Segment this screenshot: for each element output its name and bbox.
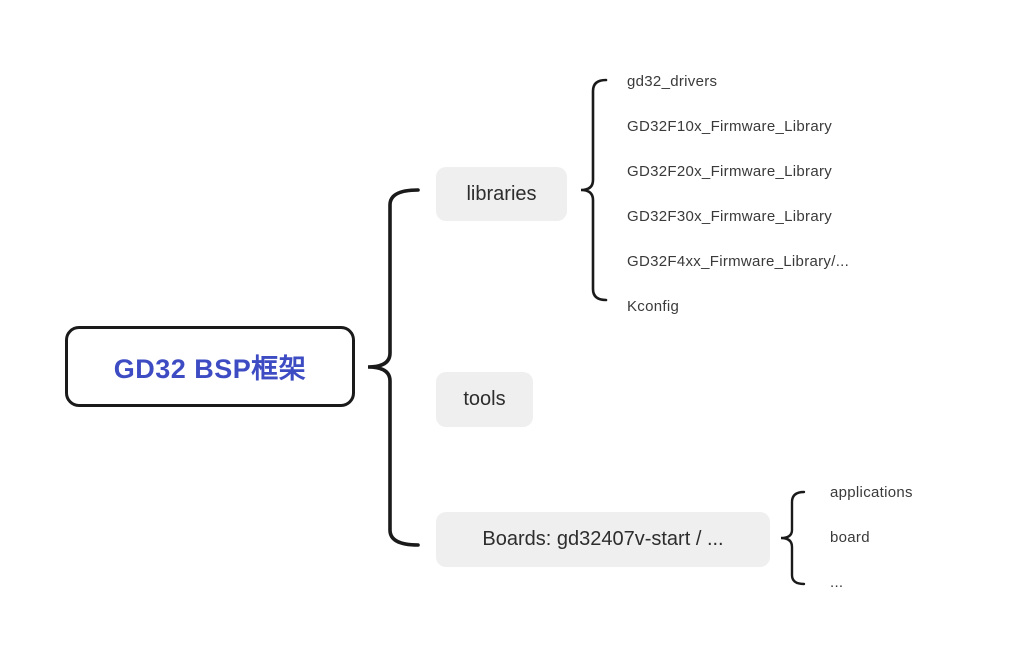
root-node-label: GD32 BSP框架 xyxy=(113,354,307,384)
branch-node-boards: Boards: gd32407v-start / ... xyxy=(436,512,770,567)
libraries-brace xyxy=(580,78,608,302)
leaf-gd32f30x-firmware-library: GD32F30x_Firmware_Library xyxy=(627,208,833,225)
boards-leaf-list: applications board ... xyxy=(830,482,913,594)
root-node-gd32-bsp: GD32 BSP框架 xyxy=(65,326,355,407)
libraries-leaf-list: gd32_drivers GD32F10x_Firmware_Library G… xyxy=(627,71,849,318)
branch-node-libraries: libraries xyxy=(436,167,567,221)
branch-label: libraries xyxy=(466,182,537,205)
leaf-gd32-drivers: gd32_drivers xyxy=(627,73,718,90)
leaf-board: board xyxy=(830,529,870,546)
leaf-gd32f10x-firmware-library: GD32F10x_Firmware_Library xyxy=(627,118,833,135)
leaf-gd32f4xx-firmware-library: GD32F4xx_Firmware_Library/... xyxy=(627,253,850,270)
root-brace xyxy=(367,188,420,547)
leaf-gd32f20x-firmware-library: GD32F20x_Firmware_Library xyxy=(627,163,833,180)
boards-brace xyxy=(780,490,806,586)
branch-node-tools: tools xyxy=(436,372,533,427)
branch-label: tools xyxy=(463,388,506,410)
leaf-applications: applications xyxy=(830,484,913,501)
branch-label: Boards: gd32407v-start / ... xyxy=(482,528,724,550)
leaf-kconfig: Kconfig xyxy=(627,298,680,315)
leaf-ellipsis: ... xyxy=(830,574,844,591)
